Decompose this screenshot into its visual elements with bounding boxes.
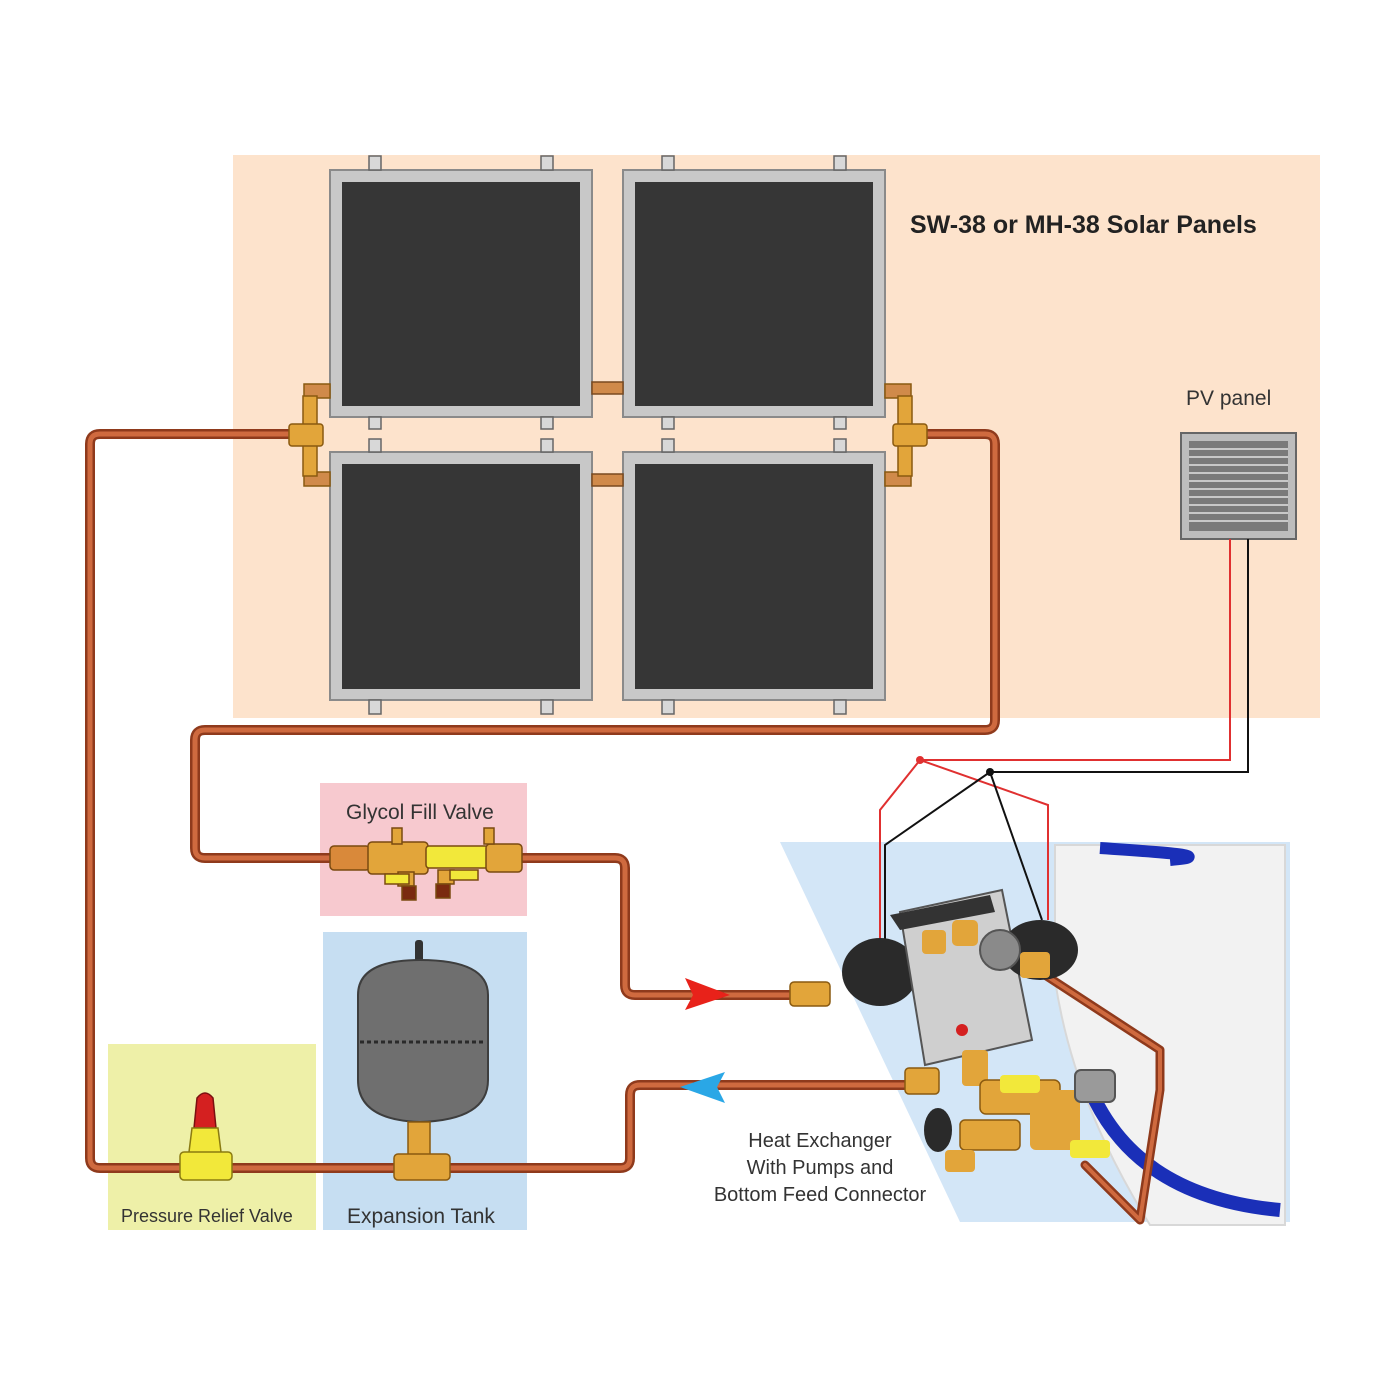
right-manifold-fitting [884, 383, 928, 487]
return-flow-arrow [680, 1072, 725, 1103]
pv-panel-label: PV panel [1186, 387, 1272, 410]
heat-exchanger-icon [789, 888, 1116, 1172]
copper-pipe-loop [85, 429, 1165, 1225]
solar-collector-icon [329, 451, 593, 701]
glycol-fill-valve-label: Glycol Fill Valve [346, 801, 494, 824]
solar-collector-icon [329, 169, 593, 418]
pv-panel-icon [1180, 432, 1297, 540]
supply-flow-arrow [685, 978, 730, 1010]
heat-exchanger-label: Heat Exchanger With Pumps and Bottom Fee… [690, 1128, 950, 1209]
pv-wiring [879, 539, 1249, 945]
expansion-tank-icon [357, 940, 489, 1181]
heat-exchanger-label-line: With Pumps and [746, 1157, 894, 1179]
solar-panels-title: SW-38 or MH-38 Solar Panels [910, 211, 1257, 239]
storage-tank-icon [1054, 842, 1286, 1226]
pressure-relief-valve-label: Pressure Relief Valve [121, 1206, 293, 1226]
fill-valve-icon [329, 827, 523, 901]
heat-exchanger-label-line: Bottom Feed Connector [713, 1184, 927, 1206]
heat-exchanger-label-line: Heat Exchanger [748, 1130, 892, 1152]
solar-collector-icon [622, 451, 886, 701]
expansion-tank-label: Expansion Tank [347, 1205, 495, 1228]
solar-collector-array [329, 155, 886, 715]
solar-collector-icon [622, 169, 886, 418]
relief-valve-icon [179, 1092, 233, 1181]
left-manifold-fitting [288, 383, 331, 487]
